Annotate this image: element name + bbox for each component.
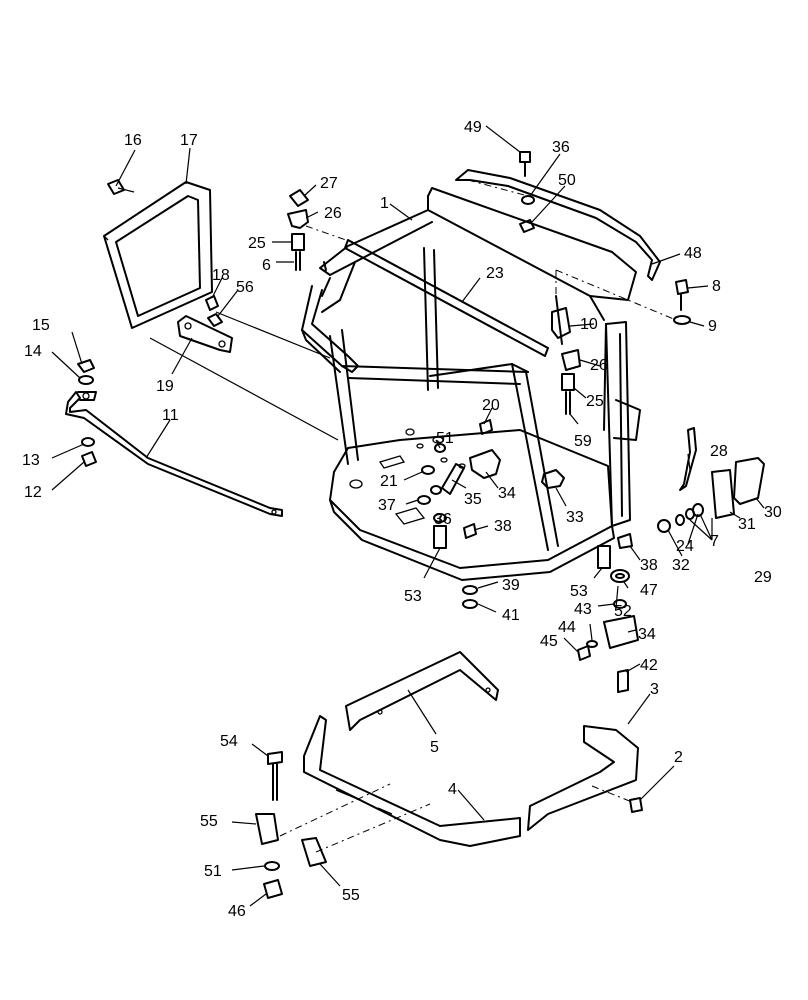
- window-panel: [103, 181, 213, 329]
- label-23: 23: [486, 265, 504, 282]
- label-10: 10: [580, 316, 598, 333]
- label-32: 32: [672, 557, 690, 574]
- label-41: 41: [502, 607, 520, 624]
- label-14: 14: [24, 343, 42, 360]
- label-3: 3: [650, 681, 659, 698]
- label-28: 28: [710, 443, 728, 460]
- skirt-panel-3: [527, 725, 639, 831]
- label-51b: 51: [204, 863, 222, 880]
- roof-rail: [455, 151, 661, 281]
- label-13: 13: [22, 452, 40, 469]
- label-47: 47: [640, 582, 658, 599]
- label-44: 44: [558, 619, 576, 636]
- label-38b: 38: [640, 557, 658, 574]
- label-39: 39: [502, 577, 520, 594]
- label-31: 31: [738, 516, 756, 533]
- cab-frame: [301, 187, 641, 581]
- bracket-hardware: [255, 751, 327, 899]
- label-56: 56: [236, 279, 254, 296]
- label-1: 1: [380, 195, 389, 212]
- label-20: 20: [482, 397, 500, 414]
- label-24: 24: [676, 538, 694, 555]
- leader-lines: [51, 125, 765, 907]
- label-35: 35: [464, 491, 482, 508]
- label-53b: 53: [570, 583, 588, 600]
- label-9: 9: [708, 318, 717, 335]
- label-27: 27: [320, 175, 338, 192]
- label-4: 4: [448, 781, 457, 798]
- label-46: 46: [228, 903, 246, 920]
- label-59: 59: [574, 433, 592, 450]
- label-43: 43: [574, 601, 592, 618]
- label-25b: 25: [586, 393, 604, 410]
- label-19: 19: [156, 378, 174, 395]
- label-38a: 38: [494, 518, 512, 535]
- bolt-2: [629, 797, 643, 813]
- label-34b: 34: [638, 626, 656, 643]
- label-7: 7: [710, 533, 719, 550]
- skirt-panel-5: [345, 651, 499, 731]
- label-36b: 36: [434, 511, 452, 528]
- part-labels: 16 17 49 36 50 27 26 25 6 1 18 56 48 8 9…: [22, 119, 782, 920]
- window-hardware: [107, 179, 223, 327]
- label-55b: 55: [342, 887, 360, 904]
- label-6: 6: [262, 257, 271, 274]
- label-53a: 53: [404, 588, 422, 605]
- label-49: 49: [464, 119, 482, 136]
- label-42: 42: [640, 657, 658, 674]
- label-29: 29: [754, 569, 772, 586]
- label-15: 15: [32, 317, 50, 334]
- label-16: 16: [124, 132, 142, 149]
- handrail: [65, 359, 283, 517]
- label-50: 50: [558, 172, 576, 189]
- label-17: 17: [180, 132, 198, 149]
- label-12: 12: [24, 484, 42, 501]
- label-33: 33: [566, 509, 584, 526]
- label-51a: 51: [436, 430, 454, 447]
- label-26: 26: [324, 205, 342, 222]
- label-2: 2: [674, 749, 683, 766]
- label-48: 48: [684, 245, 702, 262]
- label-30: 30: [764, 504, 782, 521]
- label-18: 18: [212, 267, 230, 284]
- floor-hardware: [417, 419, 565, 539]
- label-26b: 26: [590, 357, 608, 374]
- label-36: 36: [552, 139, 570, 156]
- bracket: [177, 315, 233, 353]
- label-25: 25: [248, 235, 266, 252]
- label-54: 54: [220, 733, 238, 750]
- bolt-washer: [673, 279, 691, 325]
- label-55a: 55: [200, 813, 218, 830]
- label-37: 37: [378, 497, 396, 514]
- label-34a: 34: [498, 485, 516, 502]
- label-21: 21: [380, 473, 398, 490]
- floor-mount-right: [577, 533, 639, 693]
- label-45: 45: [540, 633, 558, 650]
- label-8: 8: [712, 278, 721, 295]
- label-5: 5: [430, 739, 439, 756]
- label-11: 11: [162, 407, 179, 424]
- alignment-lines: [149, 179, 677, 853]
- label-52: 52: [614, 603, 632, 620]
- rear-mount-hardware: [551, 307, 581, 415]
- top-mount-hardware: [287, 189, 309, 271]
- skirt-panel-4: [303, 715, 521, 847]
